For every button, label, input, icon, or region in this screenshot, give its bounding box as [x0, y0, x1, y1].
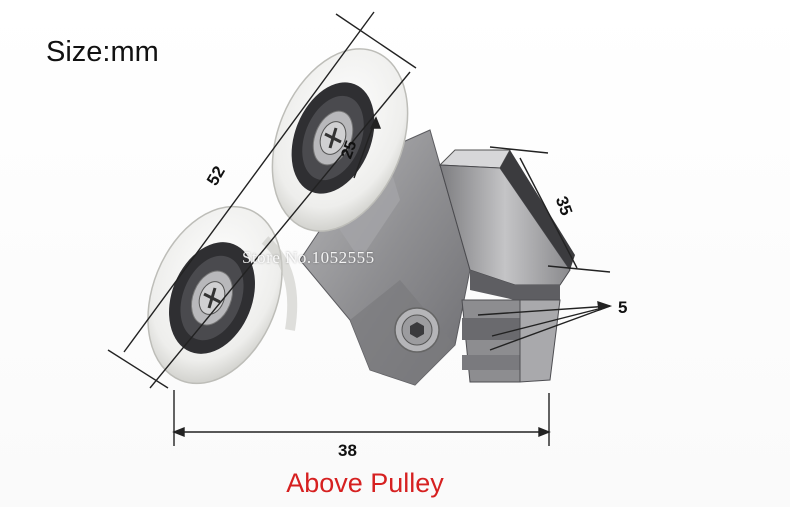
screw-icon	[319, 121, 347, 155]
hex-bolt-icon	[394, 307, 440, 353]
dimension-width-label: 38	[338, 441, 357, 460]
slider-block	[438, 149, 575, 383]
lower-wheel	[147, 205, 298, 385]
screw-icon	[198, 281, 226, 315]
store-watermark: Store No.1052555	[242, 248, 375, 267]
units-label: Size:mm	[46, 36, 159, 68]
dimension-lines	[107, 11, 613, 446]
product-caption: Above Pulley	[286, 468, 444, 498]
dimension-gap-label: 5	[618, 298, 628, 317]
upper-wheel	[271, 48, 409, 232]
